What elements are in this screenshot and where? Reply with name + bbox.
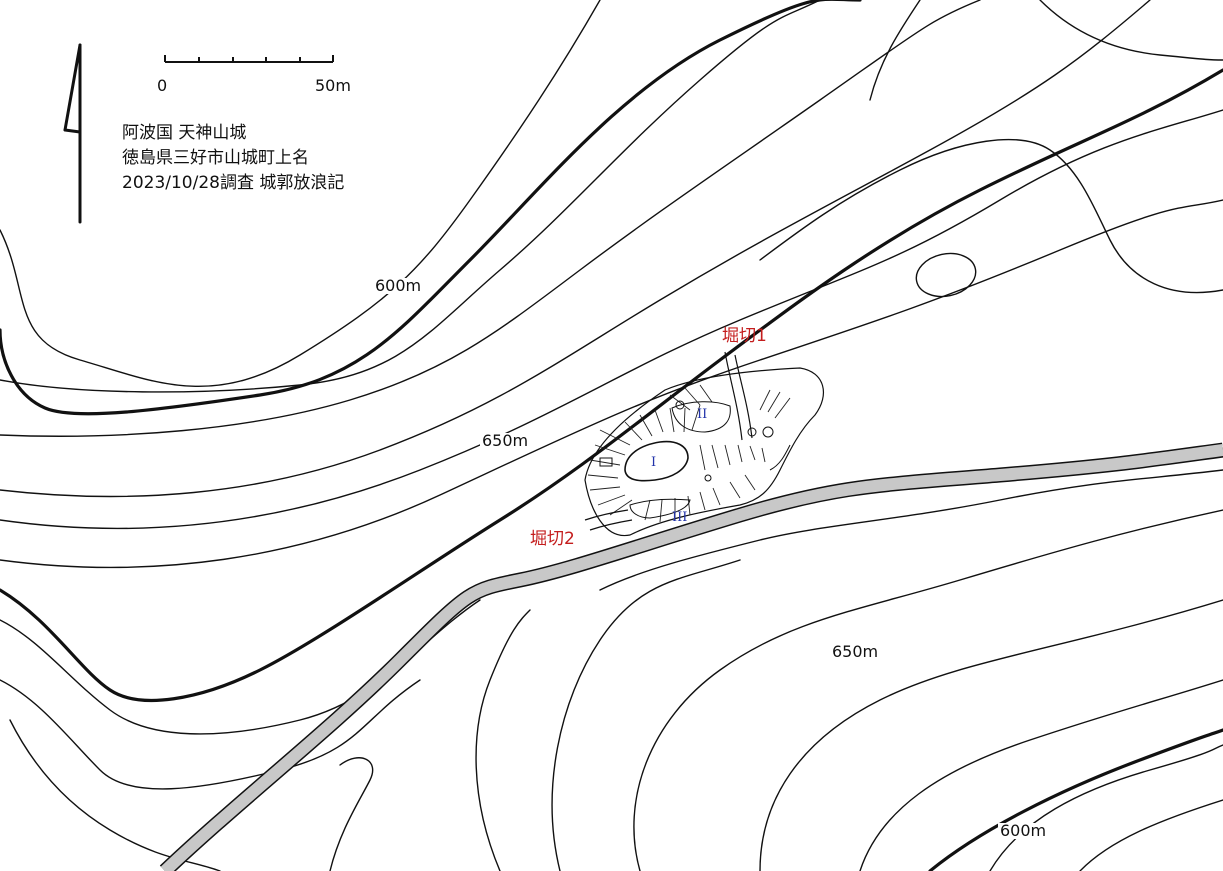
castle-name: 阿波国 天神山城 (122, 123, 247, 143)
contour-line (551, 559, 741, 871)
hilltop-contour (915, 252, 977, 298)
north-arrow-icon (63, 43, 82, 224)
contour-line (0, 109, 1223, 530)
scale-start-label: 0 (157, 76, 168, 95)
contour-line (0, 199, 1223, 569)
contour-label-600-lower: 600m (998, 821, 1049, 840)
contour-line (1079, 799, 1223, 871)
mountain-road-fill (160, 444, 1223, 871)
contour-line (759, 599, 1223, 871)
kuruwa-3-outline (629, 498, 691, 519)
contour-line (869, 0, 921, 101)
survey-note: 2023/10/28調査 城郭放浪記 (122, 173, 345, 193)
contour-line (633, 509, 1223, 871)
map-title-block: 阿波国 天神山城 徳島県三好市山城町上名 2023/10/28調査 城郭放浪記 (122, 121, 344, 196)
contour-line (859, 679, 1223, 871)
scale-bar (164, 55, 334, 63)
ridge-outline (584, 367, 824, 537)
contour-label-600-upper: 600m (373, 276, 424, 295)
contour-line (0, 599, 481, 735)
contour-label-650-lower: 650m (830, 642, 881, 661)
kuruwa-2-outline (671, 401, 731, 433)
index-contour-650-upper (0, 68, 1223, 702)
contour-line (599, 469, 1223, 591)
castle-address: 徳島県三好市山城町上名 (122, 148, 309, 168)
contour-line (0, 0, 1151, 498)
kuruwa-1-outline (624, 440, 689, 482)
scale-end-label: 50m (315, 76, 351, 95)
horikiri-1-label: 堀切1 (722, 326, 767, 346)
contour-label-650-upper: 650m (480, 431, 531, 450)
contour-line (1039, 0, 1223, 61)
contour-line (9, 719, 221, 871)
index-contour-600-upper (0, 0, 862, 416)
contour-line (0, 0, 601, 388)
kuruwa-3-label: III (672, 510, 688, 525)
contour-line (475, 609, 531, 871)
horikiri-2-trench (584, 509, 629, 521)
contour-line (759, 138, 1223, 294)
contour-line (0, 0, 821, 393)
horikiri-2-label: 堀切2 (530, 529, 575, 549)
contour-line (0, 679, 421, 790)
horikiri-1-trench (724, 351, 743, 441)
mountain-road (159, 442, 1223, 871)
castle-ruins (584, 351, 824, 537)
contour-line (329, 757, 374, 871)
kuruwa-2-label: II (697, 407, 708, 422)
kuruwa-1-label: I (651, 455, 657, 470)
slope-hachures (587, 384, 791, 523)
contour-line (989, 744, 1223, 871)
contour-line (0, 0, 981, 437)
index-contour-600-lower (928, 728, 1223, 871)
